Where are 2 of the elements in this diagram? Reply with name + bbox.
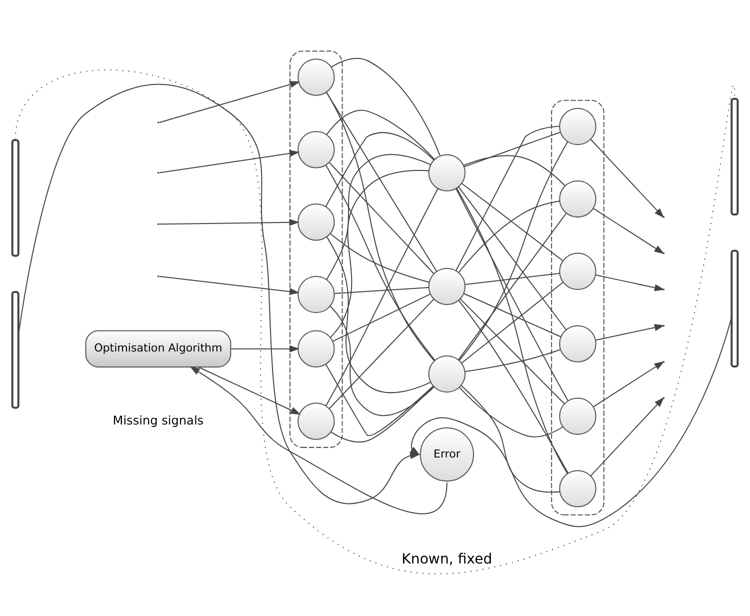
edge-label: Known, fixed [402,550,492,567]
label: Missing signals [112,412,204,427]
